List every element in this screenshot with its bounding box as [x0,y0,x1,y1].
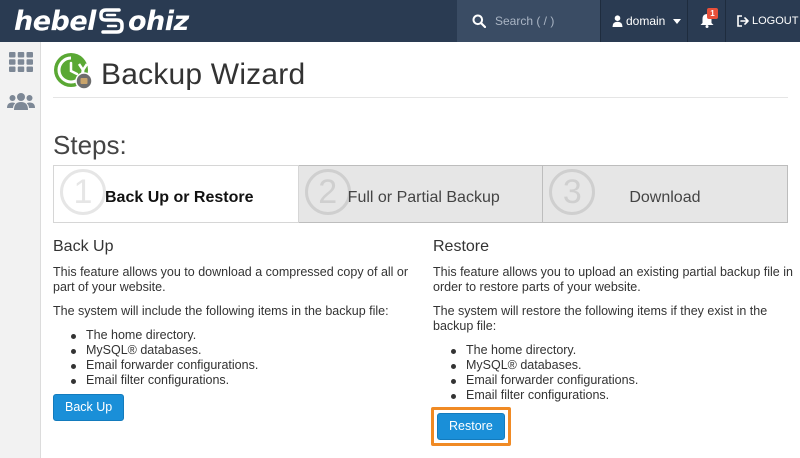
restore-heading: Restore [433,238,490,255]
step-number: 2 [304,169,351,215]
user-name: domain [626,14,666,28]
restore-highlight: Restore [431,407,511,446]
backup-section: Back Up This feature allows you to downl… [53,238,413,400]
list-item: Email forwarder configurations. [69,358,413,373]
notification-badge: 1 [707,8,718,19]
restore-description: This feature allows you to upload an exi… [433,265,793,294]
backup-items: The home directory. MySQL® databases. Em… [69,328,413,388]
steps-heading: Steps: [53,130,127,160]
step-label: Download [629,189,701,206]
main-content: Backup Wizard Steps: 1 Back Up or Restor… [41,42,800,458]
step-full-or-partial-backup[interactable]: 2 Full or Partial Backup [298,165,544,223]
list-item: Email filter configurations. [449,388,793,403]
brand-logo[interactable]: hebel ohiz [14,3,189,39]
backup-description: This feature allows you to download a co… [53,265,409,294]
step-number: 1 [60,169,106,215]
wizard-steps: 1 Back Up or Restore 2 Full or Partial B… [53,165,789,223]
chevron-down-icon [673,18,682,24]
backup-heading: Back Up [53,238,114,255]
users-icon[interactable] [7,92,35,110]
back-up-button[interactable]: Back Up [53,394,125,421]
search-box[interactable] [457,0,600,42]
restore-items: The home directory. MySQL® databases. Em… [449,343,793,403]
step-download[interactable]: 3 Download [543,165,789,223]
user-icon [612,15,623,27]
title-row: Backup Wizard [53,48,788,98]
logout-icon [737,15,749,27]
list-item: The home directory. [69,328,413,343]
page-title: Backup Wizard [101,58,306,91]
sidebar [0,42,41,458]
notifications-button[interactable]: 1 [688,0,726,42]
logo-mark-icon [99,8,124,34]
list-item: MySQL® databases. [69,343,413,358]
step-label: Full or Partial Backup [347,189,500,206]
backup-wizard-icon [54,53,93,90]
user-menu[interactable]: domain [600,0,688,42]
search-icon [472,14,486,28]
search-input[interactable] [495,9,595,33]
list-item: MySQL® databases. [449,358,793,373]
logout-label: LOGOUT [752,15,799,27]
restore-intro: The system will restore the following it… [433,304,768,333]
step-number: 3 [549,169,596,215]
list-item: Email filter configurations. [69,373,413,388]
top-bar: hebel ohiz domain 1 [0,0,800,42]
restore-button[interactable]: Restore [437,413,505,440]
backup-intro: The system will include the following it… [53,304,389,318]
step-back-up-or-restore[interactable]: 1 Back Up or Restore [53,165,299,223]
apps-grid-icon[interactable] [9,52,33,72]
step-label: Back Up or Restore [105,189,254,206]
logo-text-right: ohiz [127,5,189,37]
list-item: The home directory. [449,343,793,358]
list-item: Email forwarder configurations. [449,373,793,388]
restore-section: Restore This feature allows you to uploa… [433,238,793,415]
logo-text-left: hebel [14,5,96,37]
logout-button[interactable]: LOGOUT [726,0,800,42]
